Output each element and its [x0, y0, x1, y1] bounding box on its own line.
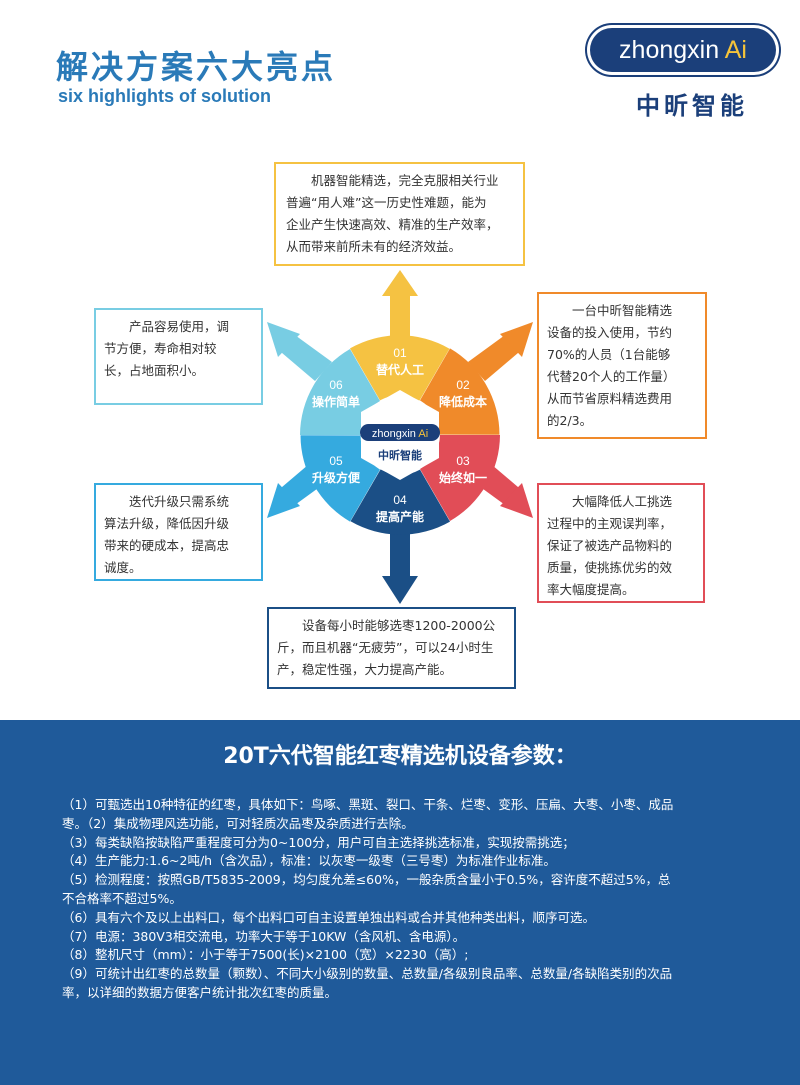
highlight-05-line: 迭代升级只需系统: [129, 494, 230, 509]
logo-wordmark: zhongxin Ai: [590, 28, 776, 72]
segment-02-label: 降低成本: [439, 394, 487, 409]
highlight-02-line: 从而节省原料精选费用: [547, 391, 673, 406]
page-title: 解决方案六大亮点: [56, 48, 337, 86]
highlight-03-line: 大幅降低人工挑选: [572, 494, 673, 509]
segment-04-label: 提高产能: [376, 509, 424, 524]
highlight-03-line: 质量，使挑拣优劣的效: [547, 560, 673, 575]
highlight-box-06: 产品容易使用，调 节方便，寿命相对较 长，占地面积小。: [94, 308, 263, 405]
highlight-04-line: 斤，而且机器“无疲劳”，可以24小时生: [277, 640, 494, 655]
param-line: 率，以详细的数据方便客户统计批次红枣的质量。: [62, 984, 338, 1000]
highlight-05-line: 带来的硬成本，提高忠: [104, 538, 230, 553]
param-line: （9）可统计出红枣的总数量（颗数）、不同大小级别的数量、总数量/各级别良品率、总…: [62, 966, 673, 982]
highlight-box-02: 一台中昕智能精选 设备的投入使用，节约 70%的人员（1台能够 代替20个人的工…: [537, 292, 707, 439]
segment-05-label: 升级方便: [312, 470, 361, 485]
segment-01: [350, 335, 450, 401]
segment-06: [300, 349, 380, 435]
highlight-02-line: 的2/3。: [547, 413, 593, 428]
segment-03-number: 03: [456, 454, 470, 468]
page-subtitle: six highlights of solution: [58, 86, 271, 106]
param-line: 不合格率不超过5%。: [62, 890, 182, 906]
center-logo-pill: [360, 424, 440, 441]
params-list: （1）可甄选出10种特征的红枣，具体如下：鸟啄、黑斑、裂口、干条、烂枣、变形、压…: [62, 796, 752, 1003]
param-line: （8）整机尺寸（mm）：小于等于7500(长)×2100（宽）×2230（高）;: [62, 947, 469, 963]
highlight-01-line: 普遍“用人难”这一历史性难题，能为: [286, 195, 487, 210]
segment-06-number: 06: [329, 378, 343, 392]
highlight-06-line: 产品容易使用，调: [129, 319, 230, 334]
param-line: （7）电源：380V3相交流电，功率大于等于10KW（含风机、含电源）。: [62, 928, 466, 944]
param-line: 枣。（2）集成物理风选功能，可对轻质次品枣及杂质进行去除。: [62, 815, 414, 831]
highlight-05-line: 算法升级，降低因升级: [104, 516, 230, 531]
param-line: （3）每类缺陷按缺陷严重程度可分为0~100分，用户可自主选择挑选标准，实现按需…: [62, 834, 575, 850]
segment-05: [300, 435, 380, 522]
segment-06-label: 操作简单: [312, 394, 360, 409]
highlight-06-line: 节方便，寿命相对较: [104, 341, 217, 356]
arrow-up-icon: [382, 270, 418, 342]
segment-02-number: 02: [456, 378, 470, 392]
highlight-01-line: 企业产生快速高效、精准的生产效率，: [286, 217, 499, 232]
highlight-box-03: 大幅降低人工挑选 过程中的主观误判率， 保证了被选产品物料的 质量，使挑拣优劣的…: [537, 483, 705, 603]
param-line: （6）具有六个及以上出料口，每个出料口可自主设置单独出料或合并其他种类出料，顺序…: [62, 909, 595, 925]
highlight-04-line: 设备每小时能够选枣1200-2000公: [302, 618, 496, 633]
arrow-upleft-icon: [267, 322, 332, 381]
highlight-06-line: 长，占地面积小。: [104, 363, 205, 378]
highlight-03-line: 率大幅度提高。: [547, 582, 635, 597]
highlight-box-01: 机器智能精选，完全克服相关行业 普遍“用人难”这一历史性难题，能为 企业产生快速…: [274, 162, 525, 266]
arrow-down-icon: [382, 530, 418, 604]
segment-01-number: 01: [393, 346, 407, 360]
highlight-box-05: 迭代升级只需系统 算法升级，降低因升级 带来的硬成本，提高忠 诚度。: [94, 483, 263, 581]
segment-03: [420, 435, 500, 521]
highlight-02-line: 设备的投入使用，节约: [547, 325, 673, 340]
highlight-02-line: 70%的人员（1台能够: [547, 347, 671, 362]
center-logo-name: 中昕智能: [378, 448, 422, 462]
center-wordmark-main: zhongxin: [372, 428, 416, 440]
arrow-upright-icon: [468, 322, 533, 381]
highlight-03-line: 保证了被选产品物料的: [547, 538, 673, 553]
highlight-05-line: 诚度。: [104, 560, 142, 575]
center-wordmark-ai: Ai: [418, 428, 428, 440]
logo-wordmark-ai: Ai: [724, 36, 747, 64]
segment-02: [420, 348, 500, 435]
highlight-01-line: 从而带来前所未有的经济效益。: [286, 239, 462, 254]
highlight-03-line: 过程中的主观误判率，: [547, 516, 673, 531]
params-title: 20T六代智能红枣精选机设备参数：: [223, 744, 577, 769]
segment-05-number: 05: [329, 454, 343, 468]
brand-logo: zhongxin Ai: [590, 28, 776, 72]
logo-name-cn: 中昕智能: [636, 92, 748, 120]
logo-wordmark-main: zhongxin: [619, 36, 720, 64]
highlights-wheel: zhongxin Ai 中昕智能 01 替代人工 02 降低成本 03 始终如一…: [267, 270, 533, 604]
highlight-04-line: 产，稳定性强，大力提高产能。: [277, 662, 453, 677]
param-line: （4）生产能力:1.6~2吨/h（含次品），标准：以灰枣一级枣（三号枣）为标准作…: [62, 853, 556, 869]
segment-04-number: 04: [393, 493, 407, 507]
param-line: （5）检测程度：按照GB/T5835-2009，均匀度允差≤60%，一般杂质含量…: [62, 872, 671, 888]
highlight-01-line: 机器智能精选，完全克服相关行业: [311, 173, 499, 188]
highlight-02-line: 一台中昕智能精选: [572, 303, 673, 318]
highlight-02-line: 代替20个人的工作量）: [547, 369, 676, 384]
params-section: [0, 720, 800, 1085]
segment-01-label: 替代人工: [376, 362, 424, 377]
segment-04: [350, 469, 450, 535]
center-logo-wordmark: zhongxin Ai: [372, 428, 428, 440]
highlight-box-04: 设备每小时能够选枣1200-2000公 斤，而且机器“无疲劳”，可以24小时生 …: [267, 607, 516, 689]
param-line: （1）可甄选出10种特征的红枣，具体如下：鸟啄、黑斑、裂口、干条、烂枣、变形、压…: [62, 797, 674, 812]
segment-03-label: 始终如一: [439, 470, 487, 485]
